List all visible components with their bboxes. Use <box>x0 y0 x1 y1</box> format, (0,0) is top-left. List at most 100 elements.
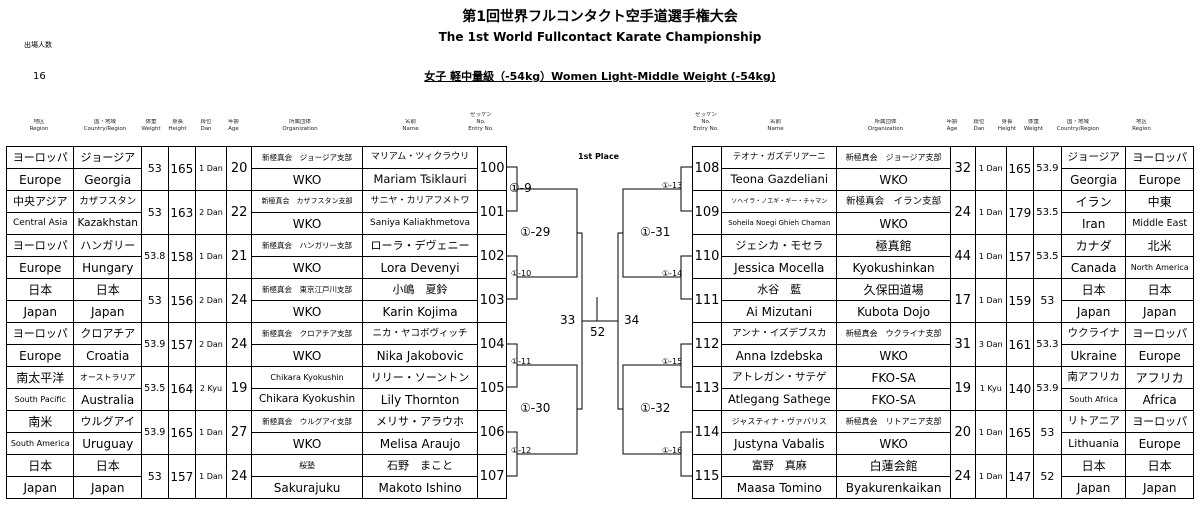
bracket-right-r2-b: ①-32 <box>640 401 671 415</box>
region-en: Africa <box>1125 388 1194 411</box>
country-en: Uruguay <box>73 432 142 455</box>
bracket-right-semi: 34 <box>624 313 640 327</box>
name-en: Lily Thornton <box>361 388 479 411</box>
org-jp: 久保田道場 <box>836 278 951 301</box>
weight: 53.5 <box>140 366 169 411</box>
bracket-right-r1-c: ①-15 <box>662 357 683 366</box>
column-header-jp: 所属団体 <box>874 119 897 125</box>
bracket-right-r1-d: ①-16 <box>662 446 683 455</box>
region-en: Japan <box>1125 476 1194 499</box>
entry-no: 111 <box>691 278 723 323</box>
weight: 53 <box>1032 278 1062 323</box>
org-en: Sakurajuku <box>251 476 363 499</box>
column-header-jp: 地区 <box>1135 119 1147 125</box>
column-header-jp: 名前 <box>404 119 416 125</box>
region-jp: 中東 <box>1125 190 1194 213</box>
dan: 2 Dan <box>195 190 227 235</box>
bracket-left-r1-d: ①-12 <box>511 446 532 455</box>
column-header-en: Country/Region <box>83 126 127 132</box>
column-header-en: Weight <box>1023 126 1044 132</box>
height: 165 <box>1005 146 1034 191</box>
column-header-en: No. <box>476 119 486 125</box>
column-header-jp: 国・地域 <box>1066 119 1089 125</box>
entry-no: 108 <box>691 146 723 191</box>
height: 147 <box>1005 454 1034 499</box>
column-header-jp: 身長 <box>1001 119 1013 125</box>
name-en: Ai Mizutani <box>721 300 838 323</box>
bracket-final: 52 <box>590 325 606 339</box>
column-header-jp: 段位 <box>973 119 985 125</box>
height: 161 <box>1005 322 1034 367</box>
org-en: Kyokushinkan <box>836 256 951 279</box>
column-header-jp: 身長 <box>171 119 183 125</box>
column-header-en: Country/Region <box>1056 126 1100 132</box>
column-header-jp: 国・地域 <box>93 119 116 125</box>
country-en: Japan <box>73 300 142 323</box>
dan: 1 Dan <box>974 278 1007 323</box>
country-en: Ukraine <box>1060 344 1127 367</box>
column-header-jp: 所属団体 <box>288 119 311 125</box>
weight: 53 <box>140 146 169 191</box>
dan: 1 Kyu <box>974 366 1007 411</box>
page-title: 第1回世界フルコンタクト空手道選手権大会 <box>462 9 738 25</box>
column-header-jp: 段位 <box>200 119 212 125</box>
name-en: Anna Izdebska <box>721 344 838 367</box>
height: 165 <box>1005 410 1034 455</box>
column-header-en: Age <box>228 126 239 132</box>
dan: 3 Dan <box>974 322 1007 367</box>
bracket-left-r1-b: ①-10 <box>511 269 532 278</box>
country-jp: イラン <box>1060 190 1127 213</box>
column-header-jp: ゼッケン <box>695 112 717 118</box>
entry-no: 102 <box>477 234 507 279</box>
country-en: Canada <box>1060 256 1127 279</box>
entry-no: 115 <box>691 454 723 499</box>
region-en: Europe <box>1125 168 1194 191</box>
weight: 52 <box>1032 454 1062 499</box>
dan: 1 Dan <box>974 190 1007 235</box>
dan: 2 Dan <box>195 322 227 367</box>
column-header-en: No. <box>701 119 711 125</box>
entry-no: 107 <box>477 454 507 499</box>
region-en: Europe <box>5 344 75 367</box>
name-en: Nika Jakobovic <box>361 344 479 367</box>
region-jp: 日本 <box>1125 278 1194 301</box>
name-en: Justyna Vabalis <box>721 432 838 455</box>
column-header-en: Dan <box>200 126 212 132</box>
column-header-jp: 年齢 <box>227 119 239 125</box>
country-en: Georgia <box>73 168 142 191</box>
column-header-en2: Entry No. <box>468 126 494 132</box>
weight: 53 <box>140 278 169 323</box>
column-header-en: Dan <box>973 126 985 132</box>
dan: 1 Dan <box>195 410 227 455</box>
bracket-right-r2-a: ①-31 <box>640 225 671 239</box>
entry-no: 103 <box>477 278 507 323</box>
country-en: Japan <box>73 476 142 499</box>
division-title: 女子 軽中量級（-54kg）Women Light-Middle Weight … <box>424 70 776 83</box>
entries-count: 16 <box>33 71 46 82</box>
